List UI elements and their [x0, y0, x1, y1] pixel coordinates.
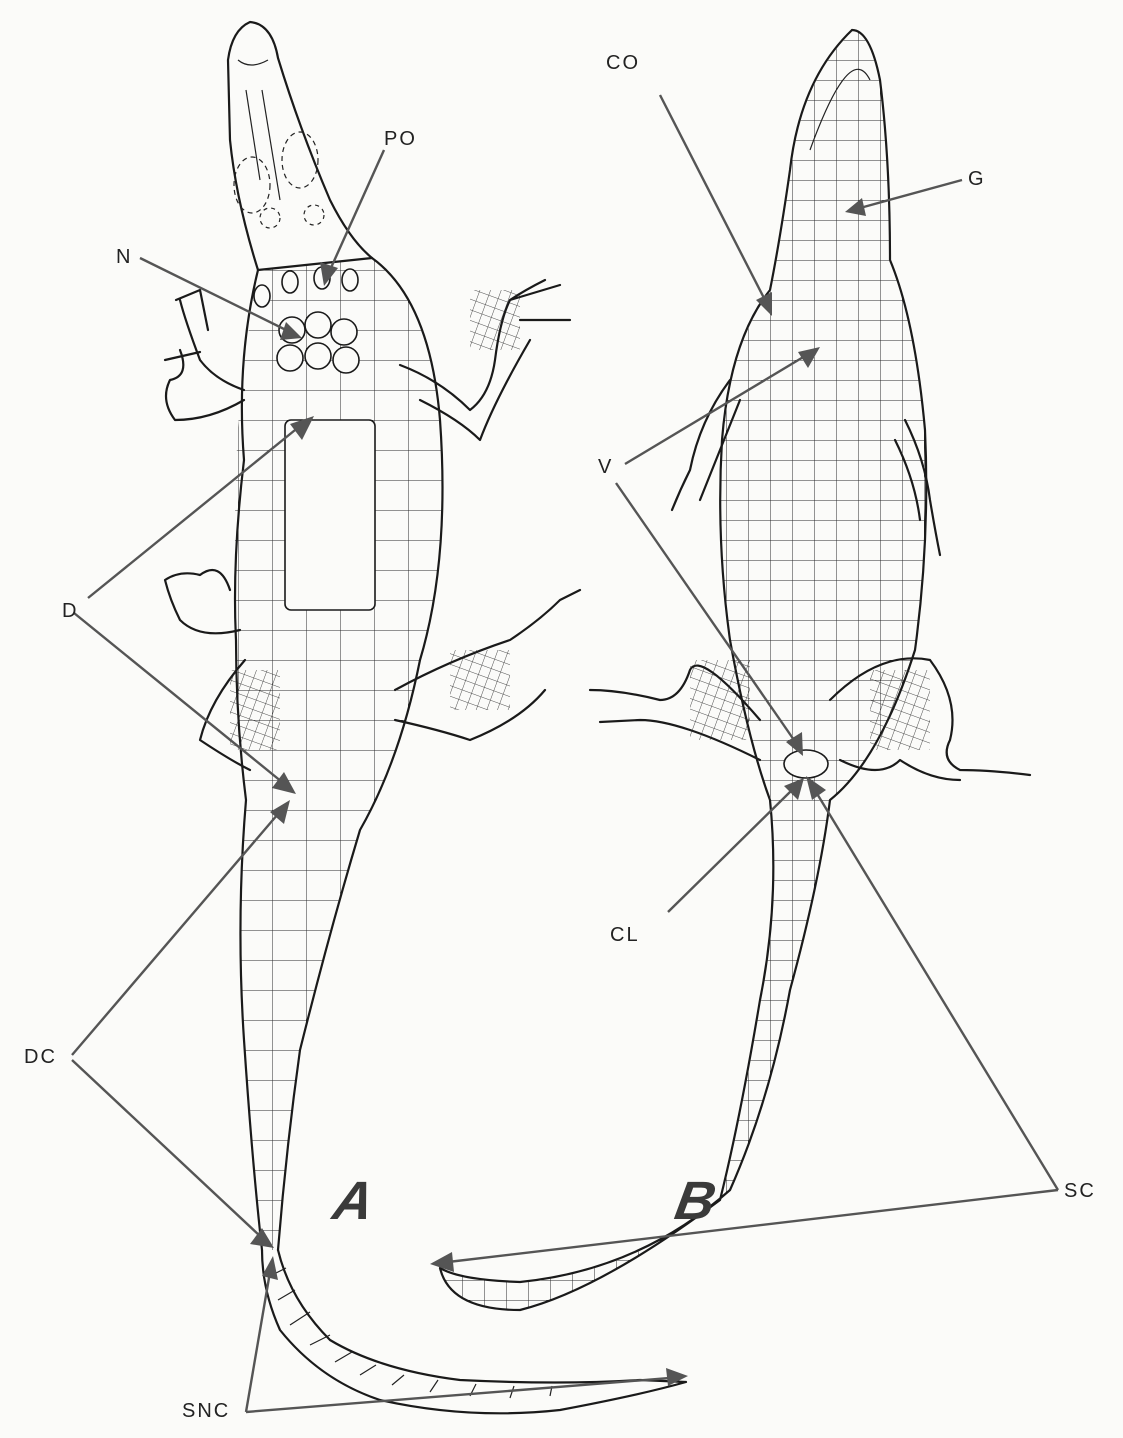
cloaca-b: [784, 750, 828, 778]
label-dc: DC: [24, 1046, 57, 1069]
label-d: D: [62, 600, 78, 623]
label-co: CO: [606, 52, 640, 75]
animal-b-ventral: [430, 20, 1030, 1320]
label-g: G: [968, 168, 986, 191]
label-snc: SNC: [182, 1400, 230, 1423]
label-v: V: [598, 456, 613, 479]
label-n: N: [116, 246, 132, 269]
dorsal-scutes: [285, 420, 375, 610]
front-left-leg-a: [165, 290, 244, 420]
head-a-outline: [228, 22, 372, 270]
label-cl: CL: [610, 924, 640, 947]
label-po: PO: [384, 128, 417, 151]
label-sc: SC: [1064, 1180, 1096, 1203]
animal-a-dorsal: [165, 22, 686, 1413]
